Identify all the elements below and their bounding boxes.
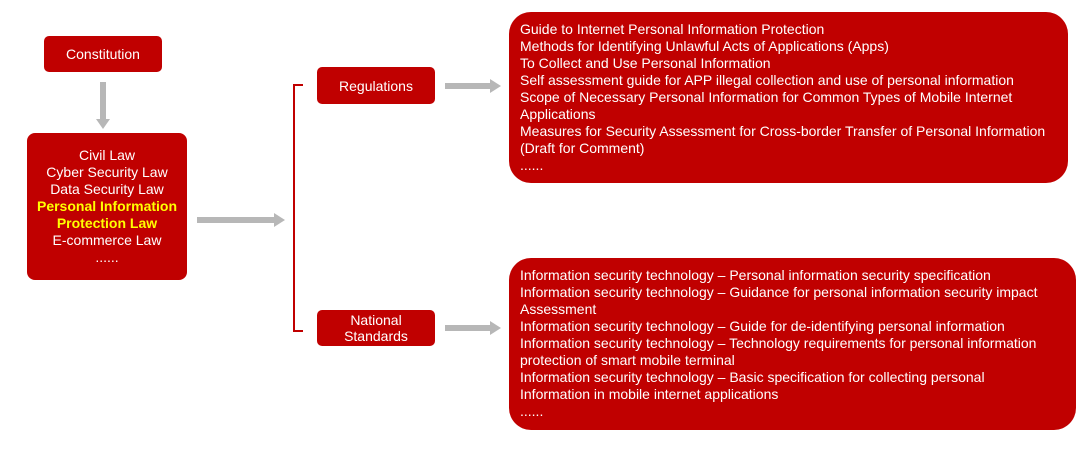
right-arrow-icon: [197, 213, 285, 227]
standard-line: protection of smart mobile terminal: [520, 352, 735, 368]
regulation-line: Measures for Security Assessment for Cro…: [520, 123, 1046, 139]
bracket: [293, 84, 303, 332]
laws-box: Civil Law Cyber Security Law Data Securi…: [27, 133, 187, 280]
standard-line: ......: [520, 403, 544, 419]
regulation-line: Applications: [520, 106, 596, 122]
law-item-highlight: Personal Information: [36, 198, 178, 214]
regulations-box: Regulations: [317, 67, 435, 104]
standard-line: Information security technology – Guide …: [520, 318, 1005, 334]
standards-label: Standards: [344, 328, 408, 344]
law-item-ellipsis: ......: [95, 249, 119, 265]
standard-line: Information security technology – Person…: [520, 267, 991, 283]
law-item: Cyber Security Law: [46, 164, 168, 180]
down-arrow-icon: [96, 82, 110, 129]
standards-box: National Standards: [317, 310, 435, 346]
law-item-highlight: Protection Law: [56, 215, 158, 231]
regulation-line: ......: [520, 157, 544, 173]
standard-line: Information security technology – Guidan…: [520, 284, 1038, 300]
regulations-label: Regulations: [339, 77, 413, 94]
law-item: Data Security Law: [50, 181, 164, 197]
constitution-box: Constitution: [44, 36, 162, 72]
standards-list: Information security technology – Person…: [509, 258, 1076, 430]
right-arrow-icon: [445, 79, 501, 93]
law-item: Civil Law: [78, 147, 135, 163]
law-item: E-commerce Law: [52, 232, 162, 248]
standard-line: Information security technology – Techno…: [520, 335, 1037, 351]
regulation-line: (Draft for Comment): [520, 140, 645, 156]
regulation-line: Self assessment guide for APP illegal co…: [520, 72, 1014, 88]
regulation-line: Methods for Identifying Unlawful Acts of…: [520, 38, 889, 54]
regulation-line: Scope of Necessary Personal Information …: [520, 89, 1013, 105]
right-arrow-icon: [445, 321, 501, 335]
standards-label: National: [350, 312, 402, 328]
regulations-list: Guide to Internet Personal Information P…: [509, 12, 1068, 183]
standard-line: Information security technology – Basic …: [520, 369, 985, 385]
regulation-line: Guide to Internet Personal Information P…: [520, 21, 825, 37]
constitution-label: Constitution: [66, 46, 140, 62]
standard-line: Assessment: [520, 301, 597, 317]
standard-line: Information in mobile internet applicati…: [520, 386, 779, 402]
regulation-line: To Collect and Use Personal Information: [520, 55, 771, 71]
